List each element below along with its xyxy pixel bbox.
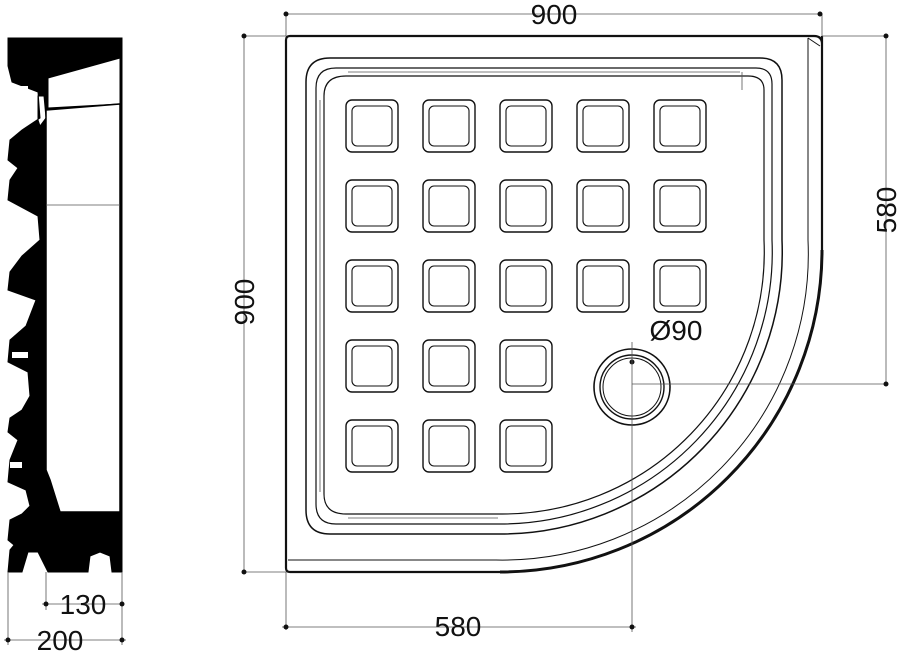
anti-slip-pad [345,179,399,233]
anti-slip-pad [345,99,399,153]
dim-depth: 900 [229,33,286,575]
radius-start-label: 580 [871,187,897,234]
anti-slip-pad-inner [659,265,701,307]
anti-slip-pad-inner [351,345,393,387]
anti-slip-pad-inner [659,185,701,227]
anti-slip-pad [422,339,476,393]
anti-slip-pad-inner [505,105,547,147]
anti-slip-pad-inner [351,105,393,147]
anti-slip-pad-inner [351,425,393,467]
anti-slip-pad-inner [428,185,470,227]
anti-slip-pad [653,179,707,233]
anti-slip-pad-inner [505,345,547,387]
anti-slip-pad [422,179,476,233]
anti-slip-pad [422,259,476,313]
anti-slip-pad-inner [582,105,624,147]
section-highlight [12,352,28,358]
anti-slip-pads [345,99,707,473]
dim-drain-offset: 580 [282,572,636,642]
anti-slip-pad-inner [428,425,470,467]
section-highlight [10,86,28,92]
anti-slip-pad-inner [351,265,393,307]
basin-mid [315,67,773,525]
depth-label: 900 [229,279,260,326]
section-basin [45,103,121,513]
anti-slip-pad [499,179,553,233]
dim-radius-start: 580 [822,33,897,387]
anti-slip-pad [345,419,399,473]
basin-floor [323,75,765,515]
anti-slip-pad [576,179,630,233]
section-highlight [10,462,22,468]
anti-slip-pad [345,339,399,393]
drain-offset-label: 580 [435,611,482,642]
anti-slip-pad-inner [428,105,470,147]
tray-outer-arc [499,249,824,574]
anti-slip-pad [499,99,553,153]
anti-slip-pad [576,259,630,313]
tray-height-label: 130 [60,589,107,620]
dim-tray-height: 130 [42,589,125,620]
anti-slip-pad [499,419,553,473]
anti-slip-pad [576,99,630,153]
basin-detail-lines [319,71,743,519]
tray-rim-line [288,38,809,561]
dim-width: 900 [283,0,823,36]
total-height-label: 200 [37,625,84,653]
anti-slip-pad-inner [582,265,624,307]
anti-slip-pad [653,259,707,313]
anti-slip-pad-inner [505,265,547,307]
anti-slip-pad [653,99,707,153]
anti-slip-pad-inner [428,265,470,307]
anti-slip-pad [499,259,553,313]
anti-slip-pad [422,99,476,153]
dim-total-height: 200 [4,625,126,653]
plan-view: Ø90 900 900 580 [229,0,897,642]
drain: Ø90 [593,315,888,632]
anti-slip-pad [499,339,553,393]
anti-slip-pad-inner [428,345,470,387]
anti-slip-pad-inner [659,105,701,147]
width-label: 900 [531,0,578,30]
tray-outline [284,34,824,574]
section-highlight [12,212,28,218]
side-section-view: 130 200 [4,37,126,653]
anti-slip-pad-inner [582,185,624,227]
tray-corner-line [807,37,821,47]
anti-slip-pad-inner [505,185,547,227]
anti-slip-pad [345,259,399,313]
anti-slip-pad-inner [351,185,393,227]
drain-diameter-label: Ø90 [650,315,703,346]
basin-outer [305,57,783,535]
anti-slip-pad-inner [505,425,547,467]
anti-slip-pad [422,419,476,473]
